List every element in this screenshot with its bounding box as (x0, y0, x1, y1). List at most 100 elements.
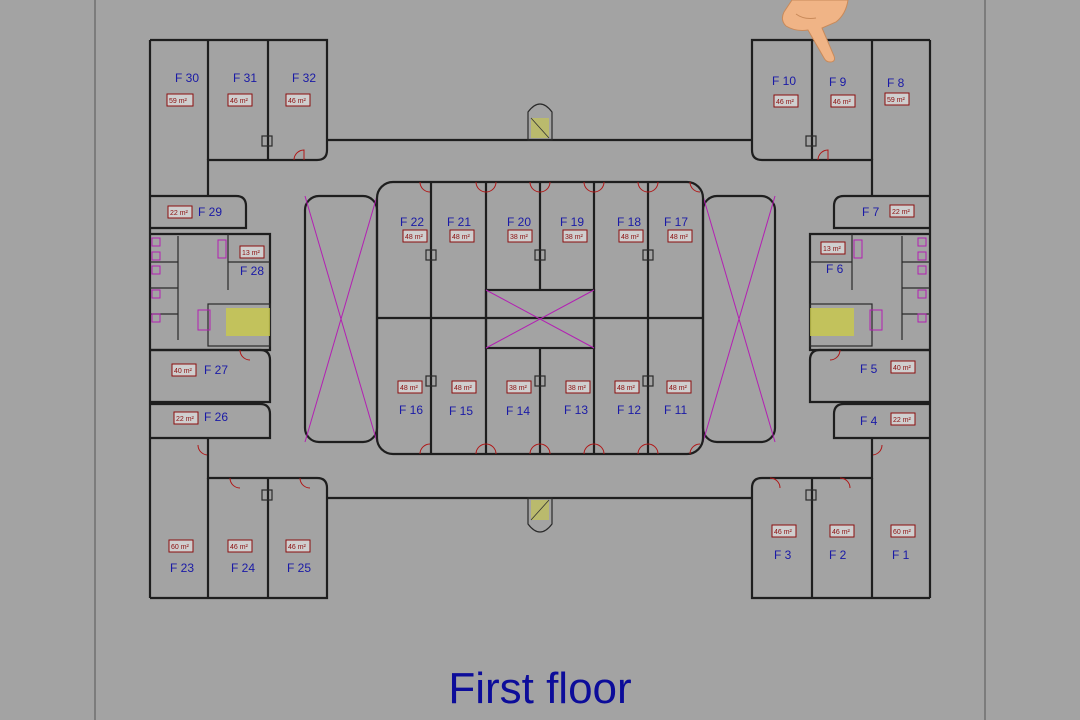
unit-label: F 3 (774, 548, 792, 562)
unit-label: F 10 (772, 74, 796, 88)
area-box (171, 363, 197, 377)
area-box (285, 93, 311, 107)
area-box (451, 380, 477, 394)
area-value: 60 m² (893, 529, 912, 536)
area-value: 48 m² (405, 234, 424, 241)
area-box (285, 539, 311, 553)
area-value: 46 m² (832, 529, 851, 536)
area-value: 48 m² (670, 234, 689, 241)
area-box (884, 92, 910, 106)
area-value: 38 m² (565, 234, 584, 241)
unit-label: F 29 (198, 205, 222, 219)
area-value: 22 m² (176, 416, 195, 423)
unit-label: F 28 (240, 264, 264, 278)
area-value: 48 m² (400, 385, 419, 392)
pointing-hand-icon (781, 0, 849, 63)
page-title: First floor (448, 664, 632, 713)
area-box (890, 524, 916, 538)
area-value: 13 m² (242, 250, 261, 257)
area-box (666, 380, 692, 394)
area-box (506, 380, 532, 394)
area-value: 46 m² (833, 99, 852, 106)
area-value: 59 m² (887, 97, 906, 104)
stair-top (527, 103, 553, 141)
wing-bottom-left (150, 438, 329, 600)
unit-label: F 18 (617, 215, 641, 229)
area-value: 59 m² (169, 98, 188, 105)
area-box (173, 411, 199, 425)
area-value: 46 m² (288, 98, 307, 105)
unit-label: F 30 (175, 71, 199, 85)
unit-label: F 21 (447, 215, 471, 229)
unit-label: F 8 (887, 76, 905, 90)
central-block (303, 180, 777, 456)
area-box (771, 524, 797, 538)
unit-label: F 31 (233, 71, 257, 85)
stair-bottom (527, 497, 553, 533)
unit-label: F 12 (617, 403, 641, 417)
area-box (562, 229, 588, 243)
area-box (667, 229, 693, 243)
area-box (890, 412, 916, 426)
unit-label: F 32 (292, 71, 316, 85)
unit-label: F 20 (507, 215, 531, 229)
unit-label: F 4 (860, 414, 878, 428)
unit-label: F 27 (204, 363, 228, 377)
area-box (889, 204, 915, 218)
area-box (890, 360, 916, 374)
area-value: 48 m² (617, 385, 636, 392)
area-value: 48 m² (452, 234, 471, 241)
area-box (618, 229, 644, 243)
area-box (239, 245, 265, 259)
area-value: 13 m² (823, 246, 842, 253)
unit-label: F 9 (829, 75, 847, 89)
unit-label: F 15 (449, 404, 473, 418)
area-value: 40 m² (893, 365, 912, 372)
area-box (227, 93, 253, 107)
area-box (820, 241, 846, 255)
area-box (168, 539, 194, 553)
area-box (166, 93, 194, 107)
area-value: 48 m² (669, 385, 688, 392)
area-value: 46 m² (774, 529, 793, 536)
area-value: 48 m² (454, 385, 473, 392)
wing-top-left (148, 38, 329, 598)
unit-label: F 13 (564, 403, 588, 417)
area-value: 46 m² (230, 544, 249, 551)
area-box (614, 380, 640, 394)
area-value: 38 m² (568, 385, 587, 392)
area-box (830, 94, 856, 108)
area-box (397, 380, 423, 394)
area-box (507, 229, 533, 243)
wing-bottom-right (750, 438, 930, 600)
wing-top-right (750, 38, 932, 598)
area-box (227, 539, 253, 553)
unit-label: F 14 (506, 404, 530, 418)
area-value: 48 m² (621, 234, 640, 241)
left-side-rooms (150, 194, 272, 456)
area-box (449, 229, 475, 243)
area-value: 46 m² (288, 544, 307, 551)
area-value: 22 m² (892, 209, 911, 216)
unit-label: F 16 (399, 403, 423, 417)
area-value: 38 m² (510, 234, 529, 241)
unit-label: F 22 (400, 215, 424, 229)
area-box (829, 524, 855, 538)
area-value: 40 m² (174, 368, 193, 375)
unit-label: F 26 (204, 410, 228, 424)
area-value: 60 m² (171, 544, 190, 551)
unit-label: F 6 (826, 262, 844, 276)
unit-label: F 25 (287, 561, 311, 575)
unit-label: F 24 (231, 561, 255, 575)
area-value: 22 m² (893, 417, 912, 424)
area-value: 46 m² (776, 99, 795, 106)
unit-label: F 1 (892, 548, 910, 562)
unit-label: F 17 (664, 215, 688, 229)
area-value: 46 m² (230, 98, 249, 105)
unit-label: F 23 (170, 561, 194, 575)
unit-label: F 11 (664, 403, 687, 417)
area-box (167, 205, 193, 219)
unit-label: F 5 (860, 362, 878, 376)
unit-label: F 2 (829, 548, 847, 562)
